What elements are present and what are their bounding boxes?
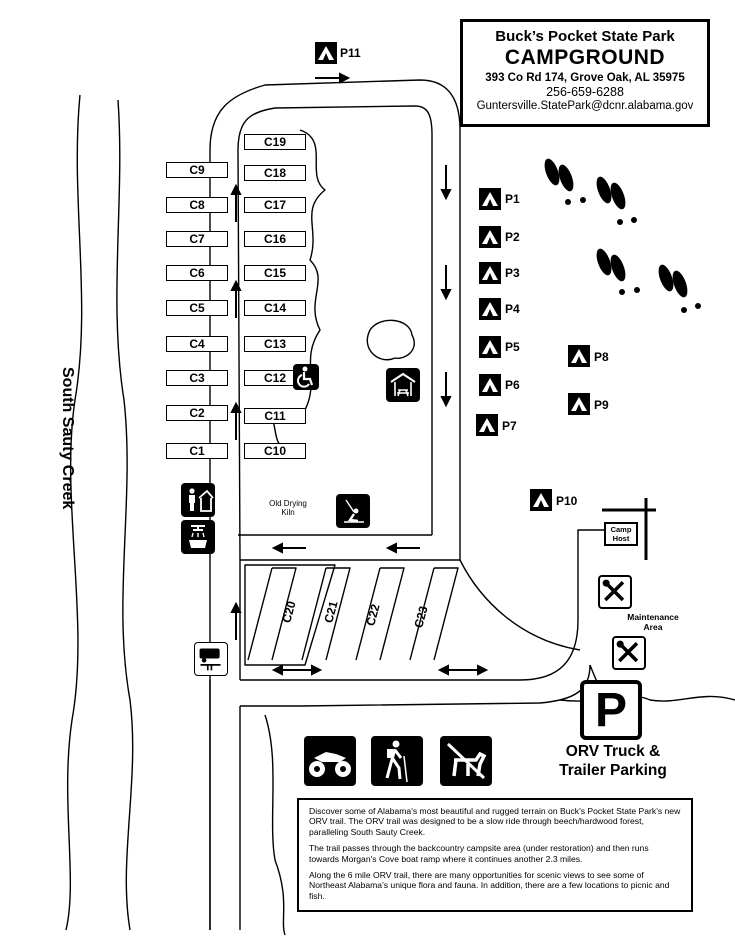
phone: 256-659-6288 [546, 85, 624, 99]
tools-icon [612, 636, 646, 670]
tent-icon [568, 345, 590, 367]
road-south [209, 680, 241, 930]
primitive-site-p9[interactable]: P9 [594, 398, 609, 412]
campsite-c3[interactable]: C3 [166, 370, 228, 386]
parking-icon: P [580, 680, 642, 740]
tent-icon [479, 262, 501, 284]
primitive-site-p11[interactable]: P11 [340, 46, 361, 60]
info-paragraph-1: Discover some of Alabama's most beautifu… [309, 806, 681, 837]
primitive-site-p10[interactable]: P10 [556, 494, 578, 508]
orv-parking-label: ORV Truck & Trailer Parking [548, 742, 678, 780]
tent-icon [479, 188, 501, 210]
accessible-icon [293, 364, 319, 390]
primitive-site-p6[interactable]: P6 [505, 378, 520, 392]
tent-icon [479, 226, 501, 248]
campsite-c14[interactable]: C14 [244, 300, 306, 316]
campsite-c2[interactable]: C2 [166, 405, 228, 421]
road-loop-bottom-outer [240, 545, 461, 561]
primitive-site-p5[interactable]: P5 [505, 340, 520, 354]
maintenance-label: Maintenance Area [627, 612, 679, 632]
primitive-site-p1[interactable]: P1 [505, 192, 520, 206]
tree-line-1 [299, 129, 326, 411]
road-west-outer [209, 79, 461, 930]
tent-icon [479, 336, 501, 358]
orv-parking-line1: ORV Truck & [565, 743, 661, 760]
primitive-site-p3[interactable]: P3 [505, 266, 520, 280]
campsite-c8[interactable]: C8 [166, 197, 228, 213]
tent-icon [479, 374, 501, 396]
primitive-site-p8[interactable]: P8 [594, 350, 609, 364]
road-east-lower [240, 664, 591, 707]
campsite-c10[interactable]: C10 [244, 443, 306, 459]
creek-bank-east [116, 99, 134, 931]
tent-icon [315, 42, 337, 64]
creek-label: South Sauty Creek [59, 367, 76, 510]
tools-icon [598, 575, 632, 609]
road-west-inner [237, 105, 433, 680]
primitive-site-p7[interactable]: P7 [502, 419, 517, 433]
atv-icon [304, 736, 356, 786]
orv-trail-info: Discover some of Alabama's most beautifu… [297, 798, 693, 912]
campsite-c13[interactable]: C13 [244, 336, 306, 352]
creek-bank-west [65, 94, 83, 931]
old-kiln-label: Old Drying Kiln [269, 499, 307, 517]
campsite-c16[interactable]: C16 [244, 231, 306, 247]
campsite-c17[interactable]: C17 [244, 197, 306, 213]
info-paragraph-3: Along the 6 mile ORV trail, there are ma… [309, 870, 670, 901]
no-dogs-icon [440, 736, 492, 786]
campsite-c4[interactable]: C4 [166, 336, 228, 352]
title-box: Buck’s Pocket State Park CAMPGROUND 393 … [460, 19, 710, 127]
camp-host-sign: Camp Host [600, 498, 658, 560]
orv-parking-line2: Trailer Parking [559, 762, 667, 779]
tent-icon [476, 414, 498, 436]
address: 393 Co Rd 174, Grove Oak, AL 35975 [485, 72, 685, 84]
angled-slots [244, 564, 336, 666]
campsite-c5[interactable]: C5 [166, 300, 228, 316]
email: Guntersville.StatePark@dcnr.alabama.gov [476, 100, 694, 112]
restroom-icon [181, 483, 215, 517]
shower-icon [181, 520, 215, 554]
picnic-shelter-icon [386, 368, 420, 402]
info-paragraph-2: The trail passes through the backcountry… [309, 843, 649, 864]
park-name: Buck’s Pocket State Park [495, 28, 675, 45]
playground-swing-icon [336, 494, 370, 528]
campsite-c11[interactable]: C11 [244, 408, 306, 424]
campsite-c9[interactable]: C9 [166, 162, 228, 178]
campsite-c6[interactable]: C6 [166, 265, 228, 281]
campsite-c15[interactable]: C15 [244, 265, 306, 281]
pond-outline [366, 319, 415, 361]
camp-host-label: Camp Host [604, 522, 638, 546]
campsite-c7[interactable]: C7 [166, 231, 228, 247]
deer-tracks-icon [544, 158, 701, 313]
rv-dump-station-icon [194, 642, 228, 676]
tent-icon [479, 298, 501, 320]
campsite-c1[interactable]: C1 [166, 443, 228, 459]
tent-icon [568, 393, 590, 415]
campsite-c19[interactable]: C19 [244, 134, 306, 150]
campsite-c18[interactable]: C18 [244, 165, 306, 181]
tent-icon [530, 489, 552, 511]
page-title: CAMPGROUND [504, 46, 666, 69]
road-east-upper [240, 529, 610, 681]
primitive-site-p4[interactable]: P4 [505, 302, 520, 316]
primitive-site-p2[interactable]: P2 [505, 230, 520, 244]
hiker-icon [371, 736, 423, 786]
